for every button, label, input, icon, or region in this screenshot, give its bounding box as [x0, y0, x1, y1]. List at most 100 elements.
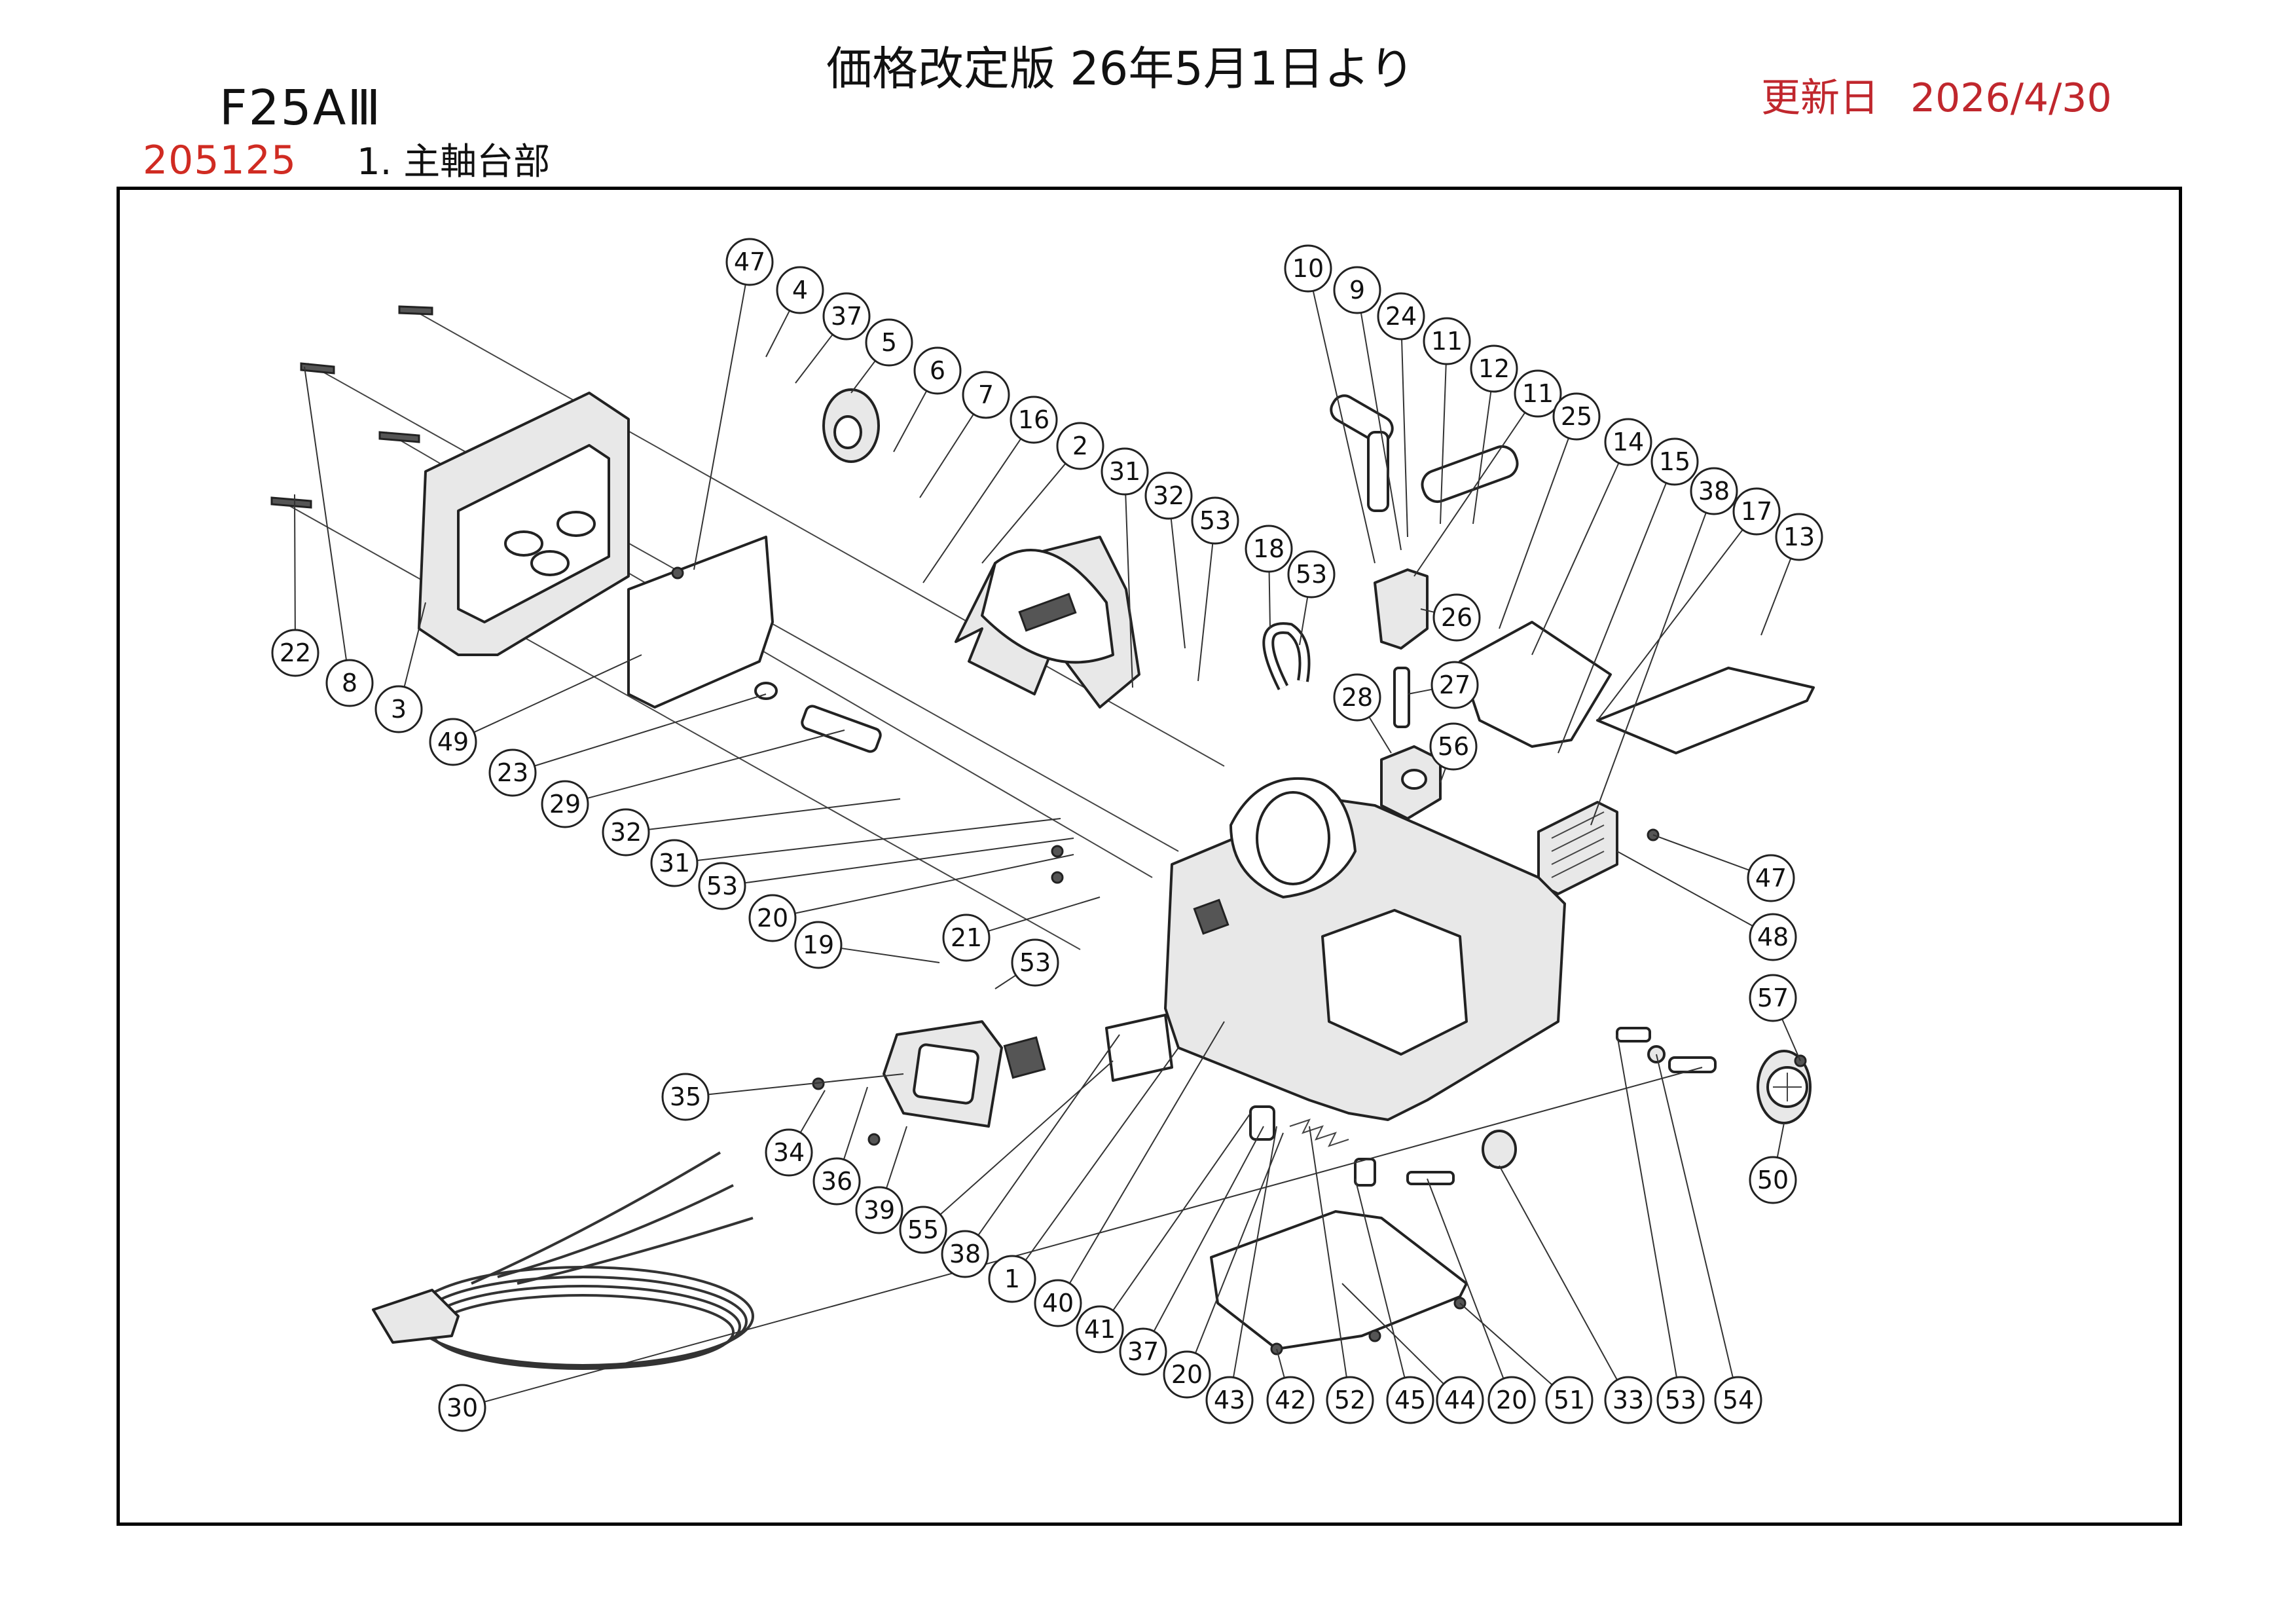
- callout-13: 13: [1775, 513, 1823, 561]
- callout-38: 38: [1690, 467, 1738, 515]
- callout-circle: [488, 748, 537, 797]
- callout-23: 23: [488, 748, 537, 797]
- callout-51: 51: [1545, 1376, 1594, 1424]
- leader-line: [403, 602, 426, 688]
- leader-line: [534, 693, 767, 767]
- callout-label: 23: [497, 758, 528, 787]
- callout-45: 45: [1386, 1376, 1434, 1424]
- callout-label: 3: [391, 695, 407, 724]
- leader-line: [1407, 688, 1432, 695]
- leader-line: [1427, 1178, 1504, 1379]
- callout-label: 20: [1171, 1360, 1203, 1389]
- callout-circle: [698, 862, 746, 910]
- callout-circle: [988, 1255, 1036, 1303]
- callout-label: 37: [831, 302, 862, 331]
- leader-line: [1531, 462, 1620, 655]
- leader-line: [1153, 1126, 1264, 1332]
- callout-circle: [913, 346, 962, 395]
- leader-line: [693, 284, 746, 570]
- callout-34: 34: [765, 1128, 813, 1177]
- leader-line: [1312, 290, 1376, 564]
- callout-22: 22: [271, 629, 319, 677]
- leader-line: [1299, 597, 1309, 646]
- callout-label: 25: [1561, 402, 1592, 431]
- callout-label: 33: [1613, 1386, 1644, 1414]
- callout-26: 26: [1432, 593, 1481, 642]
- callout-30: 30: [438, 1384, 486, 1432]
- callout-24: 24: [1377, 292, 1425, 341]
- callout-circle: [1386, 1376, 1434, 1424]
- part-number: 205125: [143, 138, 297, 183]
- callout-circle: [271, 629, 319, 677]
- callout-circle: [1552, 392, 1601, 441]
- callout-48: 48: [1749, 913, 1797, 961]
- leader-line: [939, 1060, 1114, 1215]
- callout-3: 3: [374, 685, 423, 733]
- callout-43: 43: [1205, 1376, 1254, 1424]
- callout-circle: [1747, 854, 1795, 902]
- callout-label: 8: [342, 669, 357, 697]
- callout-circle: [1119, 1327, 1167, 1376]
- callout-label: 38: [1698, 477, 1730, 506]
- callout-circle: [1287, 550, 1336, 599]
- callout-circle: [650, 839, 699, 887]
- leader-line: [1309, 1126, 1347, 1378]
- callout-53: 53: [1656, 1376, 1705, 1424]
- callout-label: 27: [1439, 671, 1470, 699]
- callout-circle: [374, 685, 423, 733]
- callout-circle: [1749, 1156, 1797, 1204]
- callout-circle: [1377, 292, 1425, 341]
- leader-line: [795, 334, 833, 384]
- leader-line: [304, 366, 348, 661]
- callout-circle: [1690, 467, 1738, 515]
- callout-label: 43: [1214, 1386, 1245, 1414]
- leader-line: [648, 798, 901, 830]
- leader-line: [1341, 1283, 1444, 1385]
- callout-circle: [661, 1073, 710, 1121]
- leader-line: [1368, 716, 1392, 754]
- callout-label: 32: [610, 818, 642, 847]
- callout-label: 34: [773, 1138, 805, 1167]
- callout-label: 48: [1757, 923, 1789, 951]
- callout-label: 49: [437, 728, 469, 756]
- callout-5: 5: [865, 318, 913, 367]
- callout-label: 20: [757, 904, 788, 932]
- diagram-frame: [117, 187, 2182, 1526]
- callout-label: 24: [1385, 302, 1417, 331]
- leader-line: [841, 948, 940, 963]
- callout-6: 6: [913, 346, 962, 395]
- callout-circle: [1775, 513, 1823, 561]
- callout-39: 39: [855, 1186, 903, 1234]
- callout-label: 19: [803, 931, 834, 959]
- callout-label: 14: [1613, 428, 1644, 456]
- leader-line: [765, 310, 790, 358]
- callout-label: 31: [1109, 457, 1140, 486]
- callout-circle: [1191, 496, 1239, 545]
- callout-circle: [1056, 422, 1104, 470]
- leader-line: [1558, 483, 1667, 754]
- callout-33: 33: [1604, 1376, 1652, 1424]
- callout-label: 9: [1349, 276, 1365, 304]
- leader-line: [1776, 1122, 1785, 1158]
- callout-label: 36: [821, 1167, 852, 1196]
- leader-line: [1597, 529, 1743, 721]
- callout-circle: [899, 1206, 947, 1254]
- part-callouts: 4743756716231325318531092411121125141538…: [271, 238, 1823, 1432]
- leader-line: [795, 854, 1074, 914]
- update-label: 更新日: [1761, 75, 1879, 121]
- leader-line: [1616, 1034, 1677, 1378]
- callout-label: 11: [1522, 379, 1554, 408]
- callout-35: 35: [661, 1073, 710, 1121]
- callout-55: 55: [899, 1206, 947, 1254]
- callout-circle: [822, 292, 871, 341]
- callout-circle: [1034, 1279, 1082, 1327]
- callout-circle: [429, 718, 477, 766]
- callout-circle: [776, 266, 824, 314]
- callout-38: 38: [941, 1230, 989, 1278]
- callout-label: 44: [1444, 1386, 1476, 1414]
- callout-25: 25: [1552, 392, 1601, 441]
- leader-line: [1472, 391, 1492, 525]
- page-title: 価格改定版 26年5月1日より: [826, 42, 1415, 96]
- callout-label: 7: [978, 380, 994, 409]
- callout-circle: [1487, 1376, 1536, 1424]
